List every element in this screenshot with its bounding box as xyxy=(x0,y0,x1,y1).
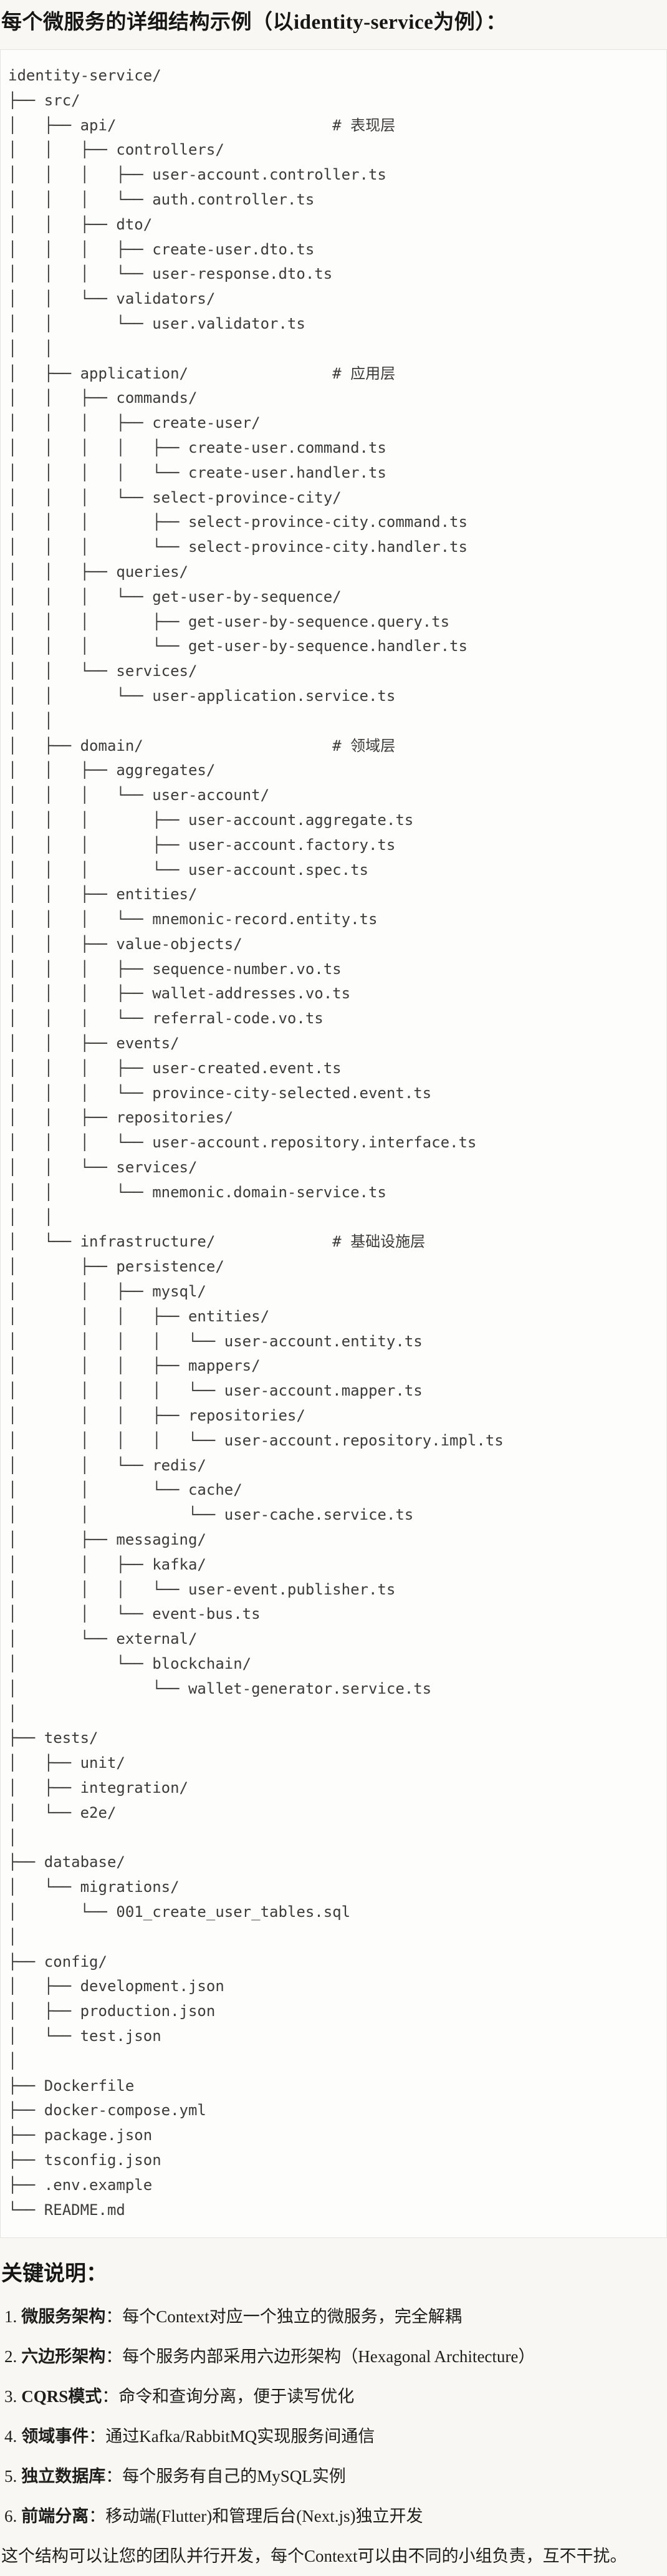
note-text: ：每个服务有自己的MySQL实例 xyxy=(105,2467,346,2486)
note-item: 5.独立数据库：每个服务有自己的MySQL实例 xyxy=(0,2464,667,2489)
note-label: CQRS模式 xyxy=(21,2387,102,2406)
notes-heading: 关键说明： xyxy=(1,2262,107,2286)
note-text: ：每个服务内部采用六边形架构（Hexagonal Architecture） xyxy=(105,2347,535,2366)
note-number: 3. xyxy=(4,2387,17,2406)
note-number: 5. xyxy=(4,2467,17,2486)
note-label: 领域事件 xyxy=(21,2427,89,2446)
note-label: 六边形架构 xyxy=(21,2347,106,2366)
closing-paragraph: 这个结构可以让您的团队并行开发，每个Context可以由不同的小组负责，互不干扰… xyxy=(1,2547,627,2566)
note-item: 6.前端分离：移动端(Flutter)和管理后台(Next.js)独立开发 xyxy=(0,2504,667,2529)
note-text: ：命令和查询分离，便于读写优化 xyxy=(102,2387,355,2406)
note-item: 4.领域事件：通过Kafka/RabbitMQ实现服务间通信 xyxy=(0,2424,667,2449)
code-block: identity-service/ ├── src/ │ ├── api/ # … xyxy=(0,49,667,2239)
note-label: 前端分离 xyxy=(21,2507,89,2526)
note-number: 2. xyxy=(4,2347,17,2366)
note-number: 6. xyxy=(4,2507,17,2526)
notes-list: 1.微服务架构：每个Context对应一个独立的微服务，完全解耦 2.六边形架构… xyxy=(0,2304,667,2529)
note-item: 3.CQRS模式：命令和查询分离，便于读写优化 xyxy=(0,2384,667,2409)
note-text: ：通过Kafka/RabbitMQ实现服务间通信 xyxy=(89,2427,375,2446)
note-item: 2.六边形架构：每个服务内部采用六边形架构（Hexagonal Architec… xyxy=(0,2344,667,2369)
note-item: 1.微服务架构：每个Context对应一个独立的微服务，完全解耦 xyxy=(0,2304,667,2329)
note-text: ：移动端(Flutter)和管理后台(Next.js)独立开发 xyxy=(89,2507,423,2526)
note-label: 微服务架构 xyxy=(21,2307,106,2327)
note-number: 4. xyxy=(4,2427,17,2446)
note-text: ：每个Context对应一个独立的微服务，完全解耦 xyxy=(105,2307,462,2327)
note-number: 1. xyxy=(4,2307,17,2327)
file-tree: identity-service/ ├── src/ │ ├── api/ # … xyxy=(8,67,504,2219)
page-title: 每个微服务的详细结构示例（以identity-service为例）： xyxy=(1,11,507,34)
note-label: 独立数据库 xyxy=(21,2467,106,2486)
